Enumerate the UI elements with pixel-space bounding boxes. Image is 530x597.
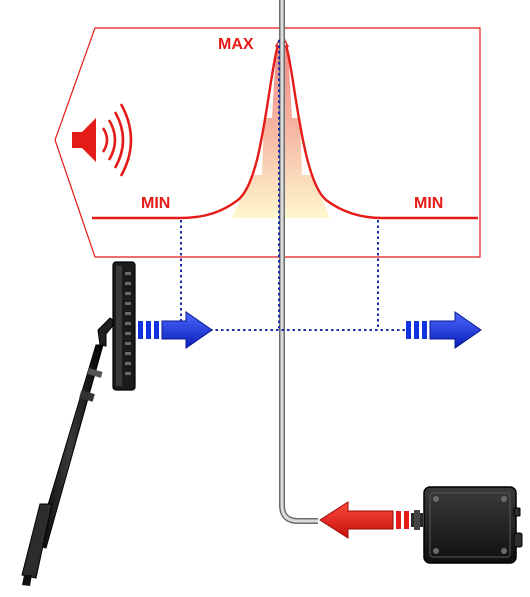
signal-generator-icon xyxy=(411,486,523,564)
arrow-right-icon xyxy=(138,311,213,349)
arrow-right-icon xyxy=(406,311,482,349)
speaker-icon xyxy=(72,103,133,177)
min-label-left: MIN xyxy=(141,195,170,212)
signal-strength-panel: MAX MIN MIN xyxy=(54,27,481,258)
receiver-probe-icon xyxy=(21,261,136,586)
max-label: MAX xyxy=(218,36,254,53)
injection-arrow-icon xyxy=(319,501,409,539)
projection-lines xyxy=(180,40,405,331)
buried-pipe xyxy=(279,0,318,524)
min-label-right: MIN xyxy=(414,195,443,212)
